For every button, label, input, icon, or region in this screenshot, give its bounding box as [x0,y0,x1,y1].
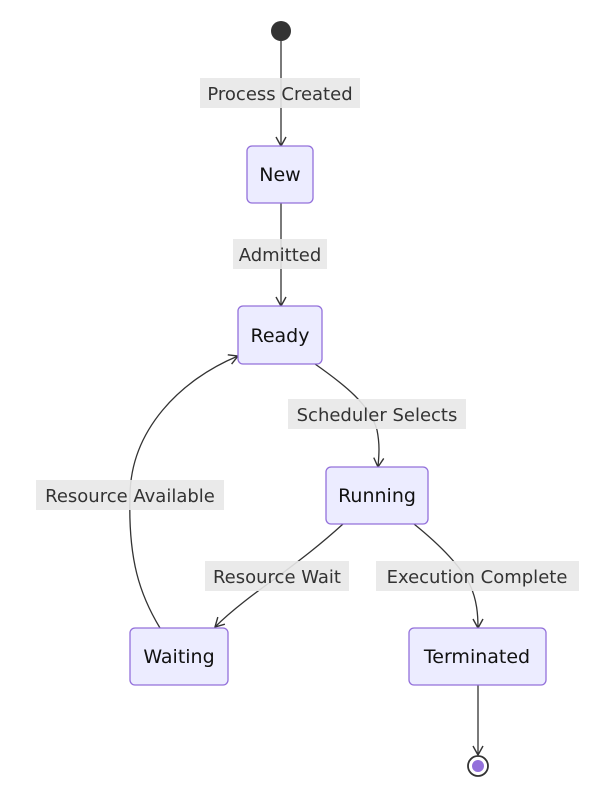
label-execution-complete: Execution Complete [376,561,579,591]
edge-ready-to-running [314,363,385,469]
svg-text:Execution Complete: Execution Complete [387,567,568,588]
start-node [271,21,291,41]
state-ready: Ready [237,305,323,365]
label-resource-wait: Resource Wait [205,561,349,591]
svg-text:Process Created: Process Created [207,84,352,105]
svg-text:Resource Wait: Resource Wait [213,567,341,588]
label-admitted: Admitted [233,239,327,269]
state-waiting: Waiting [129,627,229,686]
label-resource-available: Resource Available [36,480,224,510]
svg-text:New: New [259,164,300,186]
state-running: Running [325,466,429,525]
svg-text:Admitted: Admitted [239,245,322,266]
end-node [467,755,489,777]
label-scheduler-selects: Scheduler Selects [288,399,466,429]
svg-text:Ready: Ready [251,325,310,347]
state-new: New [246,145,314,204]
svg-text:Waiting: Waiting [143,646,214,668]
svg-text:Scheduler Selects: Scheduler Selects [297,405,458,426]
svg-text:Running: Running [338,485,416,507]
svg-text:Resource Available: Resource Available [45,486,215,507]
label-process-created: Process Created [200,78,360,108]
svg-text:Terminated: Terminated [423,646,530,668]
state-terminated: Terminated [408,627,547,686]
